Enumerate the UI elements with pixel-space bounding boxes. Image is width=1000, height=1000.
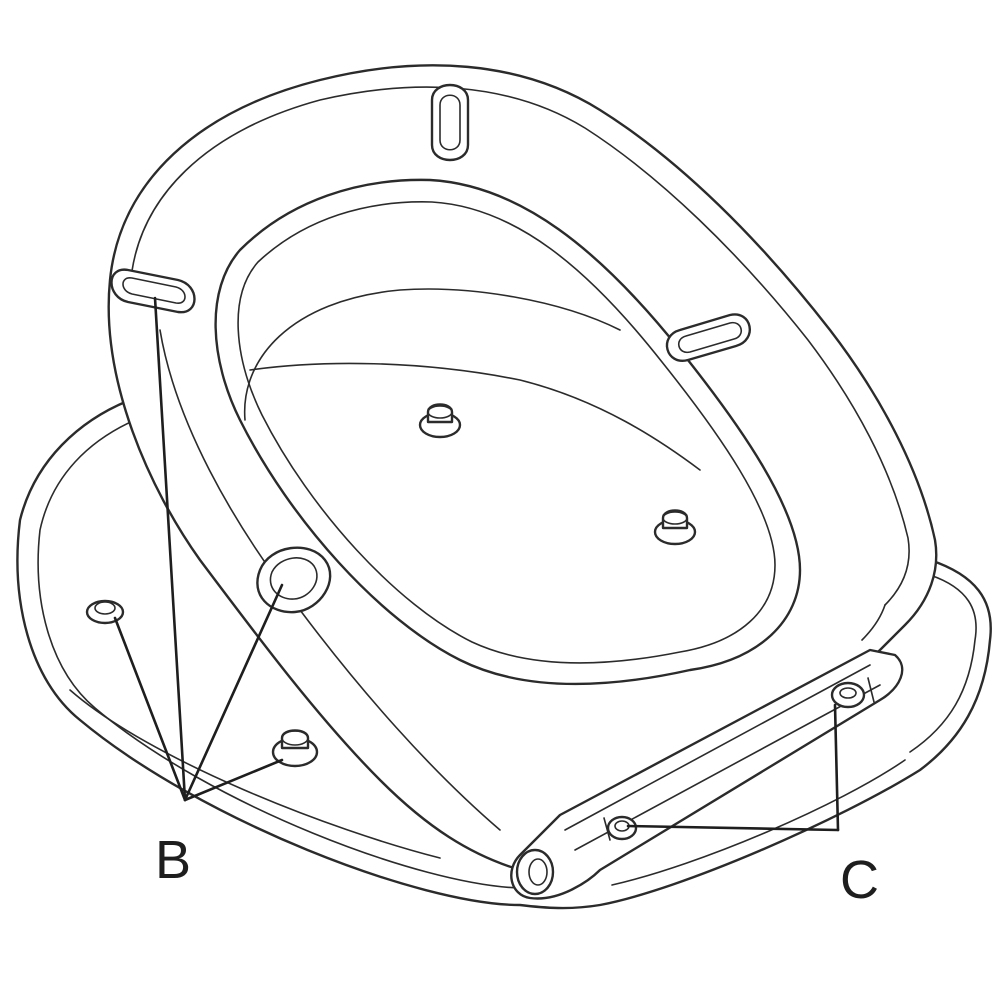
slot-left: [110, 268, 196, 314]
callout-label-b: B: [155, 830, 191, 890]
callout-label-c: C: [840, 850, 879, 910]
bumper-base-left: [85, 599, 125, 625]
callout-c-leaders: [626, 703, 840, 832]
hinge-pin-left: [603, 815, 638, 841]
slot-right: [665, 313, 751, 362]
hinge-pin-right: [830, 677, 875, 709]
bumper-base-center: [271, 729, 319, 768]
callout-b-leaders: [113, 296, 284, 802]
bumper-panel-lower: [653, 509, 697, 546]
slot-top: [430, 83, 470, 162]
seat-ring: [107, 64, 938, 877]
bumper-panel-upper: [418, 403, 462, 439]
slot-lower-left: [256, 546, 332, 614]
seat-opening: [214, 178, 802, 686]
